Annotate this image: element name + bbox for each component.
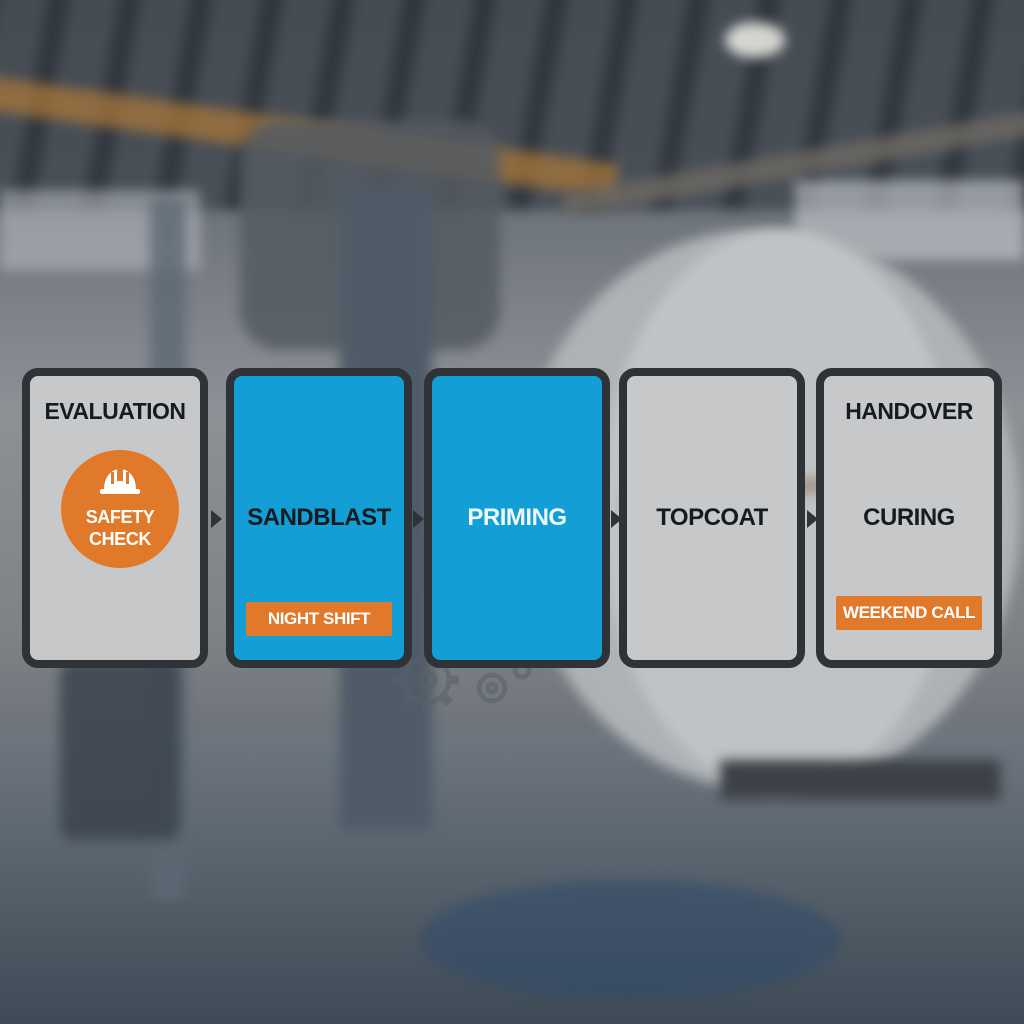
badge-line: CHECK (88, 529, 151, 549)
background-lamp (725, 22, 785, 58)
process-flow: EVALUATION SAFETY CHECK SANDBLAST NIGHT … (22, 368, 1004, 672)
night-shift-tag: NIGHT SHIFT (246, 602, 392, 636)
background-floor-stain (420, 880, 840, 1000)
stage-title: TOPCOAT (656, 504, 768, 531)
flow-arrow (413, 510, 424, 528)
flow-arrow (611, 510, 622, 528)
stage-topcoat: TOPCOAT (619, 368, 805, 668)
stage-header: HANDOVER (845, 398, 973, 424)
background-tank (60, 660, 180, 840)
stage-title: PRIMING (467, 504, 567, 531)
safety-check-badge: SAFETY CHECK (61, 450, 179, 568)
badge-text: SAFETY CHECK (61, 506, 179, 550)
stage-handover: HANDOVER CURING WEEKEND CALL (816, 368, 1002, 668)
background-stand (720, 760, 1000, 800)
stage-title: CURING (863, 504, 955, 531)
hardhat-icon (100, 469, 140, 494)
stage-title: SANDBLAST (247, 504, 391, 531)
flow-arrow (211, 510, 222, 528)
weekend-call-tag: WEEKEND CALL (836, 596, 982, 630)
stage-header: EVALUATION (44, 398, 186, 424)
flow-arrow (807, 510, 818, 528)
stage-evaluation: EVALUATION SAFETY CHECK (22, 368, 208, 668)
badge-line: SAFETY (85, 507, 155, 527)
stage-sandblast: SANDBLAST NIGHT SHIFT (226, 368, 412, 668)
stage-priming: PRIMING (424, 368, 610, 668)
